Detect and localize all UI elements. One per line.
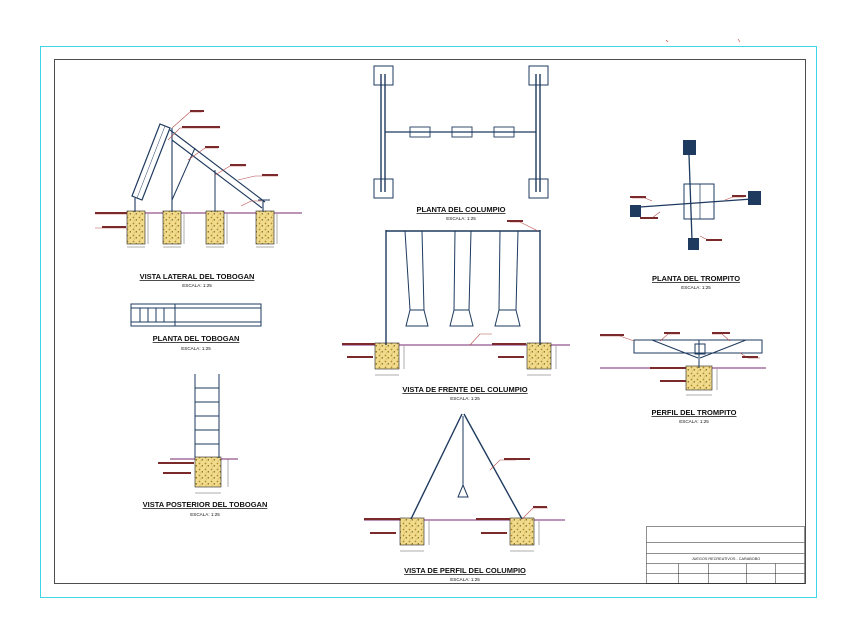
view-title: VISTA DE FRENTE DEL COLUMPIO [402,385,527,394]
view-scale: ESCALA: 1:25 [681,285,711,290]
outer-sheet-border [40,46,817,598]
slide-chute [131,123,171,201]
view-title: PLANTA DEL COLUMPIO [416,205,505,214]
view-scale: ESCALA: 1:25 [450,577,480,582]
slide-side-view [95,110,302,248]
drawing-frame [54,59,806,584]
view-scale: ESCALA: 1:25 [190,512,220,517]
slide-brace [171,147,196,201]
view-scale: ESCALA: 1:25 [181,346,211,351]
view-title: VISTA LATERAL DEL TOBOGAN [140,272,255,281]
view-scale: ESCALA: 1:25 [679,419,709,424]
footing [374,342,400,370]
view-scale: ESCALA: 1:25 [450,396,480,401]
view-title: VISTA POSTERIOR DEL TOBOGAN [143,500,268,509]
footing [162,210,182,245]
footing [205,210,225,245]
view-title: PLANTA DEL TROMPITO [652,274,740,283]
footing [509,517,535,546]
view-title: PERFIL DEL TROMPITO [651,408,736,417]
merry-go-round-profile-view [600,332,766,396]
slide-plan-view [130,303,262,327]
view-scale: ESCALA: 1:25 [446,216,476,221]
view-title: VISTA DE PERFIL DEL COLUMPIO [404,566,526,575]
footing [126,210,146,245]
footing [255,210,275,245]
view-title: PLANTA DEL TOBOGAN [153,334,240,343]
swing-front-view [342,220,570,376]
footing [685,365,713,391]
title-block-project: JUEGOS RECREATIVOS - CARABOBO [692,557,761,561]
corner-ticks [665,38,741,43]
slide-rear-view [158,374,238,494]
merry-go-round-plan-view [630,140,761,250]
title-block [646,526,805,584]
swing-plan-view [373,65,549,199]
footing [399,517,425,546]
swing-profile-view [364,413,565,552]
footing [194,456,222,488]
footing [526,342,552,370]
slide-rail [169,129,266,203]
view-scale: ESCALA: 1:25 [182,283,212,288]
